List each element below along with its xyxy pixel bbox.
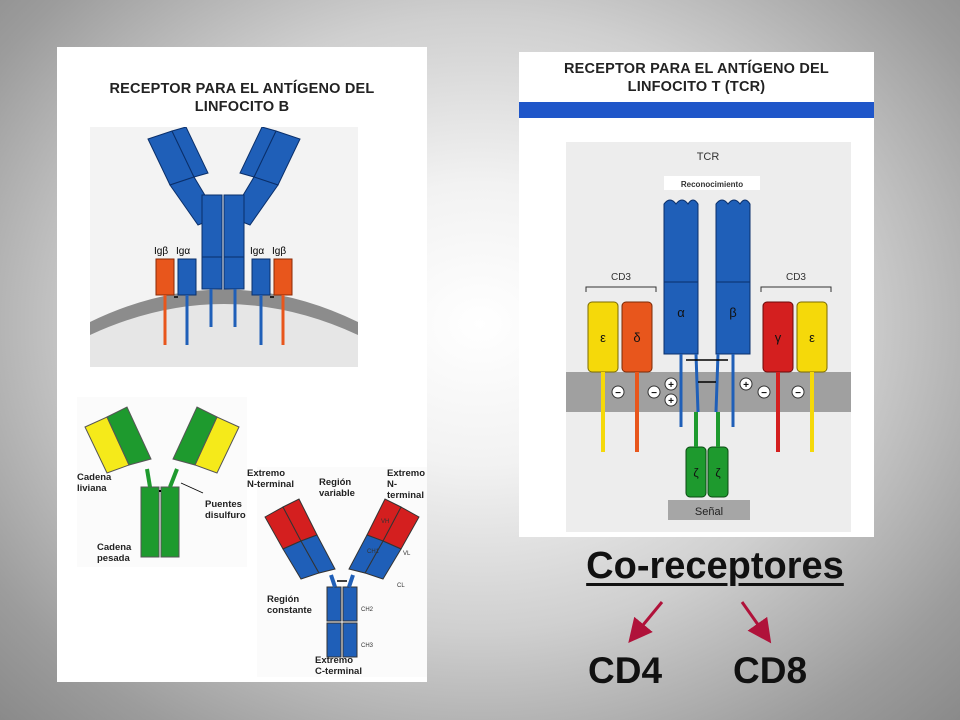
svg-text:β: β [729, 305, 736, 320]
bcr-panel: RECEPTOR PARA EL ANTÍGENO DEL LINFOCITO … [57, 47, 427, 682]
tcr-title-line1: RECEPTOR PARA EL ANTÍGENO DEL [564, 61, 829, 77]
svg-text:+: + [743, 380, 749, 391]
ch2-right [342, 586, 358, 622]
tcr-alpha-chain [663, 199, 699, 355]
label-ig-alpha-right: Igα [250, 246, 264, 257]
antibody-domains-diagram: CH1 CL VL VH CH2 CH3 [257, 467, 427, 677]
ch2-left [326, 586, 342, 622]
svg-text:−: − [615, 388, 621, 399]
svg-text:CL: CL [397, 583, 405, 589]
svg-text:−: − [651, 388, 657, 399]
label-cd3-right: CD3 [786, 272, 806, 283]
ig-beta-right [273, 258, 293, 296]
bcr-title-line2: LINFOCITO B [194, 99, 290, 115]
svg-text:δ: δ [633, 330, 640, 345]
antibody-chains-diagram [77, 397, 247, 567]
coreceptor-arrows [628, 601, 772, 644]
ig-alpha-right [251, 258, 271, 296]
bcr-diagram: Igβ Igα Igα Igβ [90, 127, 358, 367]
heavy-chain-left [140, 486, 160, 558]
svg-text:ζ: ζ [693, 466, 699, 480]
svg-text:−: − [761, 388, 767, 399]
label-ig-beta-right: Igβ [272, 246, 286, 257]
ch3-right [342, 622, 358, 658]
svg-text:VL: VL [403, 551, 411, 557]
bcr-arm-left-inner [171, 127, 209, 178]
cd4-label: CD4 [588, 650, 663, 691]
tcr-diagram: TCR Reconocimiento α β CD3 ε δ CD3 [566, 142, 851, 532]
ig-beta-left [155, 258, 175, 296]
svg-text:−: − [795, 388, 801, 399]
tcr-beta-chain [715, 199, 751, 355]
tcr-title-line2: LINFOCITO T (TCR) [627, 79, 766, 95]
svg-text:CH2: CH2 [361, 607, 374, 613]
heavy-chain-arm-right [172, 406, 218, 466]
label-reconocimiento: Reconocimiento [681, 180, 743, 189]
svg-text:ε: ε [809, 330, 815, 345]
tcr-title: RECEPTOR PARA EL ANTÍGENO DEL LINFOCITO … [519, 60, 874, 96]
svg-text:+: + [668, 396, 674, 407]
label-senal: Señal [695, 506, 723, 518]
bcr-title-line1: RECEPTOR PARA EL ANTÍGENO DEL [109, 81, 375, 97]
arrow-to-cd8 [740, 601, 772, 644]
svg-text:CH3: CH3 [361, 643, 374, 649]
ch1-right [348, 534, 384, 574]
svg-text:VH: VH [381, 519, 389, 525]
bcr-heavy-left [201, 194, 223, 258]
bcr-title: RECEPTOR PARA EL ANTÍGENO DEL LINFOCITO … [67, 80, 417, 116]
tcr-title-bar [519, 102, 874, 118]
svg-text:ζ: ζ [715, 466, 721, 480]
label-ig-beta-left: Igβ [154, 246, 168, 257]
tcr-panel: RECEPTOR PARA EL ANTÍGENO DEL LINFOCITO … [519, 52, 874, 537]
coreceptores-title: Co-receptores [586, 545, 844, 587]
ch3-left [326, 622, 342, 658]
heavy-chain-right [160, 486, 180, 558]
svg-text:+: + [668, 380, 674, 391]
cd8-label: CD8 [733, 650, 808, 691]
label-ig-alpha-left: Igα [176, 246, 190, 257]
svg-text:α: α [677, 305, 685, 320]
ch1-left [300, 534, 336, 574]
svg-text:CH1: CH1 [367, 549, 380, 555]
heavy-chain-arm-left [106, 406, 152, 466]
label-tcr: TCR [697, 151, 720, 163]
svg-text:ε: ε [600, 330, 606, 345]
arrow-to-cd4 [628, 601, 664, 643]
svg-text:γ: γ [775, 330, 782, 345]
senal-box [668, 500, 750, 520]
label-cd3-left: CD3 [611, 272, 631, 283]
bcr-heavy-right [223, 194, 245, 258]
ig-alpha-left [177, 258, 197, 296]
tcr-membrane [566, 372, 851, 412]
